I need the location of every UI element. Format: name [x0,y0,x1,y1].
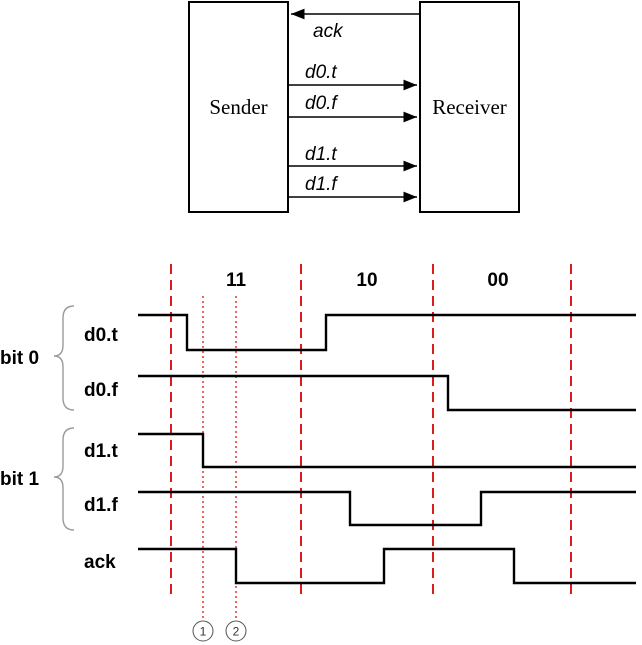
signal-label-d0t: d0.t [84,325,118,346]
waveform-d1t [138,432,636,469]
signal-label-ack: ack [84,552,116,573]
sender-box [188,1,289,213]
event-marker-1 [192,620,214,642]
d0t-wire-label: d0.t [305,62,337,83]
signal-label-d1t: d1.t [84,441,118,462]
interval-label-10: 10 [356,270,377,291]
timing-diagram: 11 10 00 bit 0 bit 1 d0.t d0.f d1.t d1.f… [0,264,636,642]
waveform-d1f [138,490,636,527]
group-label-bit0: bit 0 [0,348,39,369]
receiver-label: Receiver [432,95,507,119]
interval-label-00: 00 [487,270,508,291]
d1f-wire-label: d1.f [305,174,338,195]
event-marker-2-label: 2 [233,625,240,639]
d0f-wire-label: d0.f [305,93,338,114]
sender-label: Sender [209,95,267,119]
block-diagram: Sender Receiver ack d0.t d0.f d1.t d1.f [188,1,520,213]
bit1-brace [53,427,75,531]
receiver-box [419,1,520,213]
bit0-brace [53,305,75,411]
event-marker-1-label: 1 [200,625,207,639]
waveform-d0t [138,313,636,352]
ack-wire-label: ack [313,21,344,42]
signal-label-d1f: d1.f [84,495,118,516]
group-label-bit1: bit 1 [0,469,39,490]
d1t-wire-label: d1.t [305,144,337,165]
waveform-d0f [138,374,636,412]
waveform-ack [138,547,636,585]
signal-label-d0f: d0.f [84,380,118,401]
interval-label-11: 11 [226,270,247,291]
event-marker-2 [225,620,247,642]
